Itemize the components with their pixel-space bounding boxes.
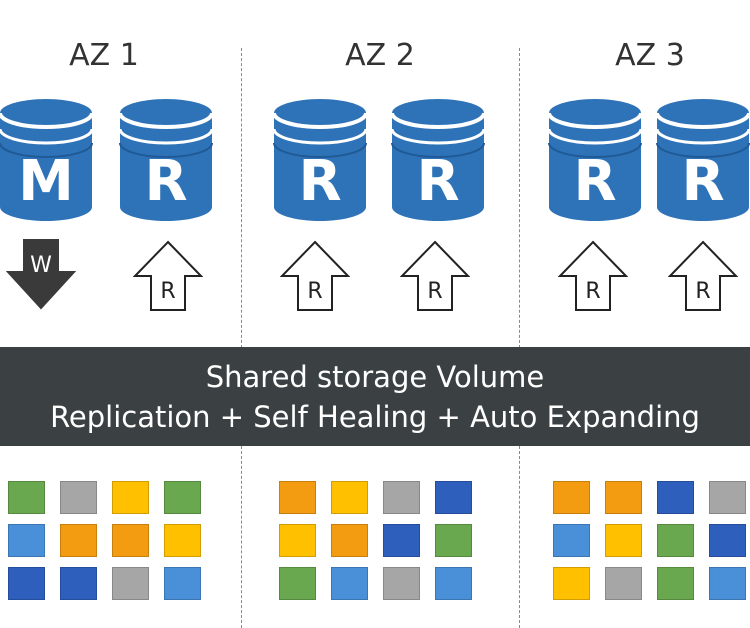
storage-block <box>553 524 590 557</box>
instance-letter: R <box>144 149 187 214</box>
storage-block <box>8 481 45 514</box>
instance-letter: M <box>18 149 74 214</box>
az-divider-1-lower <box>241 446 242 628</box>
storage-block <box>8 524 45 557</box>
replica-db-instance: R <box>547 99 643 221</box>
storage-block <box>605 567 642 600</box>
storage-block <box>60 524 97 557</box>
storage-block <box>657 524 694 557</box>
op-letter: R <box>307 279 322 304</box>
storage-block <box>112 524 149 557</box>
storage-block <box>60 567 97 600</box>
replica-db-instance: R <box>655 99 750 221</box>
storage-block <box>331 481 368 514</box>
read-arrow-icon: R <box>558 240 628 311</box>
storage-block <box>8 567 45 600</box>
instance-letter: R <box>681 149 724 214</box>
storage-block <box>112 481 149 514</box>
op-letter: W <box>30 253 52 278</box>
read-arrow-icon: R <box>668 240 738 311</box>
az-divider-2-lower <box>519 446 520 628</box>
storage-features: Replication + Self Healing + Auto Expand… <box>50 400 700 434</box>
read-arrow-icon: R <box>400 240 470 311</box>
master-db-instance: M <box>0 99 94 221</box>
storage-block <box>279 567 316 600</box>
op-letter: R <box>160 279 175 304</box>
storage-block <box>709 481 746 514</box>
storage-block <box>605 524 642 557</box>
storage-block <box>164 524 201 557</box>
storage-block <box>164 567 201 600</box>
storage-title: Shared storage Volume <box>205 360 545 394</box>
storage-block <box>435 524 472 557</box>
op-letter: R <box>427 279 442 304</box>
az-1-title: AZ 1 <box>69 38 139 73</box>
instance-letter: R <box>416 149 459 214</box>
storage-block <box>331 567 368 600</box>
write-arrow-icon: W <box>6 239 76 310</box>
storage-block <box>605 481 642 514</box>
replica-db-instance: R <box>390 99 486 221</box>
storage-block <box>164 481 201 514</box>
storage-block <box>279 481 316 514</box>
az-3-title: AZ 3 <box>615 38 685 73</box>
storage-block <box>383 481 420 514</box>
az-2-title: AZ 2 <box>345 38 415 73</box>
storage-block <box>383 524 420 557</box>
storage-block <box>657 481 694 514</box>
storage-block <box>435 481 472 514</box>
storage-block <box>331 524 368 557</box>
storage-block <box>279 524 316 557</box>
storage-block <box>435 567 472 600</box>
az-divider-1 <box>241 48 242 348</box>
storage-block <box>553 481 590 514</box>
op-letter: R <box>585 279 600 304</box>
storage-block <box>553 567 590 600</box>
op-letter: R <box>695 279 710 304</box>
instance-letter: R <box>573 149 616 214</box>
storage-block <box>112 567 149 600</box>
replica-db-instance: R <box>118 99 214 221</box>
storage-block <box>60 481 97 514</box>
read-arrow-icon: R <box>133 240 203 311</box>
storage-block <box>709 567 746 600</box>
az-divider-2 <box>519 48 520 348</box>
storage-block <box>383 567 420 600</box>
shared-storage-banner: Shared storage Volume Replication + Self… <box>0 347 750 446</box>
read-arrow-icon: R <box>280 240 350 311</box>
instance-letter: R <box>298 149 341 214</box>
storage-block <box>709 524 746 557</box>
replica-db-instance: R <box>272 99 368 221</box>
storage-block <box>657 567 694 600</box>
